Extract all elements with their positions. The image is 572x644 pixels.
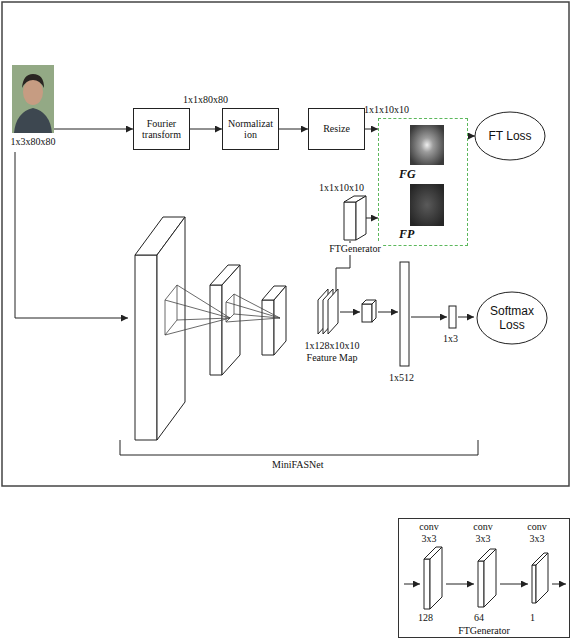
small-conv-block — [362, 300, 376, 322]
flow-arrow — [378, 312, 398, 313]
block-side — [536, 553, 548, 603]
conv-block-side — [222, 265, 240, 375]
tensor-shape: 1x3 — [443, 333, 458, 345]
block-side — [372, 300, 376, 322]
flow-arrow — [190, 129, 222, 130]
block-side — [356, 196, 366, 240]
conv-block — [135, 217, 286, 440]
process-label: Resize — [323, 123, 350, 135]
flow-arrow — [446, 584, 474, 585]
input-arrow — [15, 152, 128, 318]
process-box: Normalizat ion — [222, 108, 279, 150]
process-label: Fourier transform — [136, 118, 187, 141]
feature-map-slice — [328, 289, 338, 334]
channel-count: 128 — [418, 612, 433, 624]
flow-arrow — [366, 218, 378, 219]
node-caption: FG — [399, 167, 416, 182]
ftgenerator-block — [344, 196, 366, 240]
layer-label: conv 3x3 — [522, 521, 552, 544]
photo-hair — [22, 74, 44, 88]
conv-block-face — [135, 255, 157, 440]
block-face — [424, 559, 430, 609]
process-box: Fourier transform — [133, 108, 190, 150]
flow-arrow — [54, 129, 133, 130]
block-face — [344, 202, 356, 240]
flow-arrow — [468, 136, 475, 137]
block-face — [478, 561, 484, 607]
channel-count: 1 — [530, 612, 535, 624]
flow-arrow — [458, 317, 474, 318]
process-box: Resize — [308, 108, 365, 150]
flow-arrow — [552, 584, 566, 585]
cone-lines — [165, 285, 230, 335]
receptive-field-cone — [165, 285, 280, 335]
node-caption: FTGenerator — [328, 243, 382, 255]
photo-face — [23, 79, 43, 105]
photo-body — [14, 108, 52, 133]
loss-name: FT Loss — [488, 129, 531, 143]
inset-arrows — [404, 584, 566, 585]
block-side — [430, 547, 442, 609]
block-face — [362, 304, 372, 322]
layer-label: conv 3x3 — [414, 521, 444, 544]
node-caption: FP — [399, 227, 414, 242]
flow-arrow — [365, 129, 378, 130]
tensor-shape: 1x1x10x10 — [318, 182, 365, 194]
outer-frame — [2, 2, 569, 486]
photo-background — [12, 65, 54, 133]
node-caption: FTGenerator — [458, 625, 510, 637]
kernel-window — [226, 294, 234, 322]
block-face — [532, 565, 536, 603]
conv-block-face — [262, 300, 274, 355]
flow-arrow — [340, 312, 360, 313]
cone-lines — [226, 294, 280, 322]
flow-arrow — [404, 584, 420, 585]
inset-conv-blocks — [424, 547, 548, 609]
loss-ellipse: FT Loss — [474, 111, 546, 161]
loss-ellipse: Softmax Loss — [476, 291, 548, 345]
process-label: Normalizat ion — [225, 118, 276, 141]
conv-block-side — [274, 286, 286, 355]
fourier-spectrum-image — [410, 125, 444, 165]
layer-label: conv 3x3 — [468, 521, 498, 544]
flow-arrow — [500, 584, 528, 585]
tensor-shape: 1x512 — [389, 372, 414, 384]
input-face-photo — [12, 65, 54, 133]
fc-512-vector — [400, 262, 409, 366]
channel-count: 64 — [474, 612, 484, 624]
ftgenerator-block: FTGenerator — [344, 196, 366, 240]
kernel-window — [165, 285, 177, 335]
conv-block-face — [210, 285, 222, 375]
input-image: 1x3x80x80 — [12, 65, 54, 133]
feature-map-label: 1x128x10x10 Feature Map — [296, 340, 368, 363]
predicted-spectrum-image — [410, 184, 444, 226]
conv-block-side — [157, 217, 185, 440]
flow-arrow — [279, 129, 308, 130]
feature-map-stack — [318, 289, 338, 334]
flow-arrow — [411, 317, 447, 318]
node-caption: 1x3x80x80 — [11, 136, 56, 148]
minifasnet-bracket — [120, 440, 478, 455]
tensor-shape: 1x1x10x10 — [364, 104, 409, 116]
fc-3-vector — [449, 306, 456, 328]
tensor-shape: 1x1x80x80 — [183, 94, 228, 106]
ellipse-shape — [477, 292, 547, 344]
network-name: MiniFASNet — [272, 459, 324, 471]
block-side — [484, 549, 496, 607]
spectrum-group: FG FP — [378, 118, 468, 246]
loss-name: Softmax Loss — [488, 304, 536, 332]
ellipse-shape — [475, 112, 545, 160]
